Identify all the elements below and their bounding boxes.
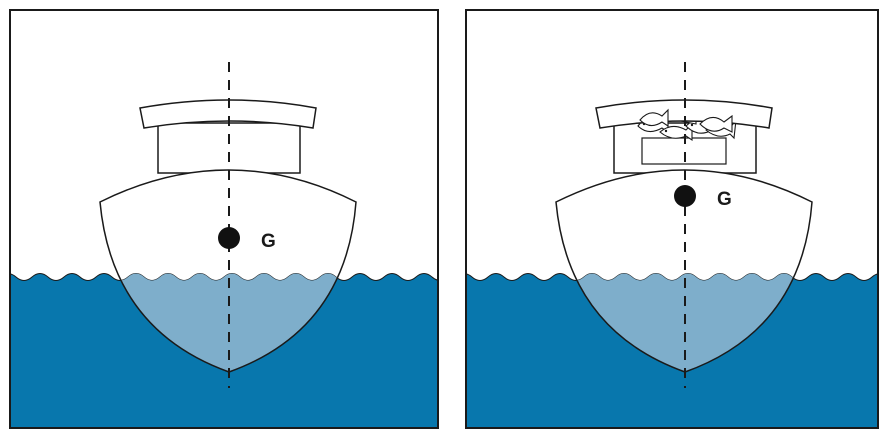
- center-of-gravity-left: [218, 227, 240, 249]
- center-of-gravity-right: [674, 185, 696, 207]
- g-label-right: G: [717, 189, 732, 210]
- wheelhouse-left: [158, 123, 300, 173]
- g-label-left: G: [261, 231, 276, 252]
- panel-left: G: [0, 10, 448, 436]
- panel-right: G: [456, 10, 884, 436]
